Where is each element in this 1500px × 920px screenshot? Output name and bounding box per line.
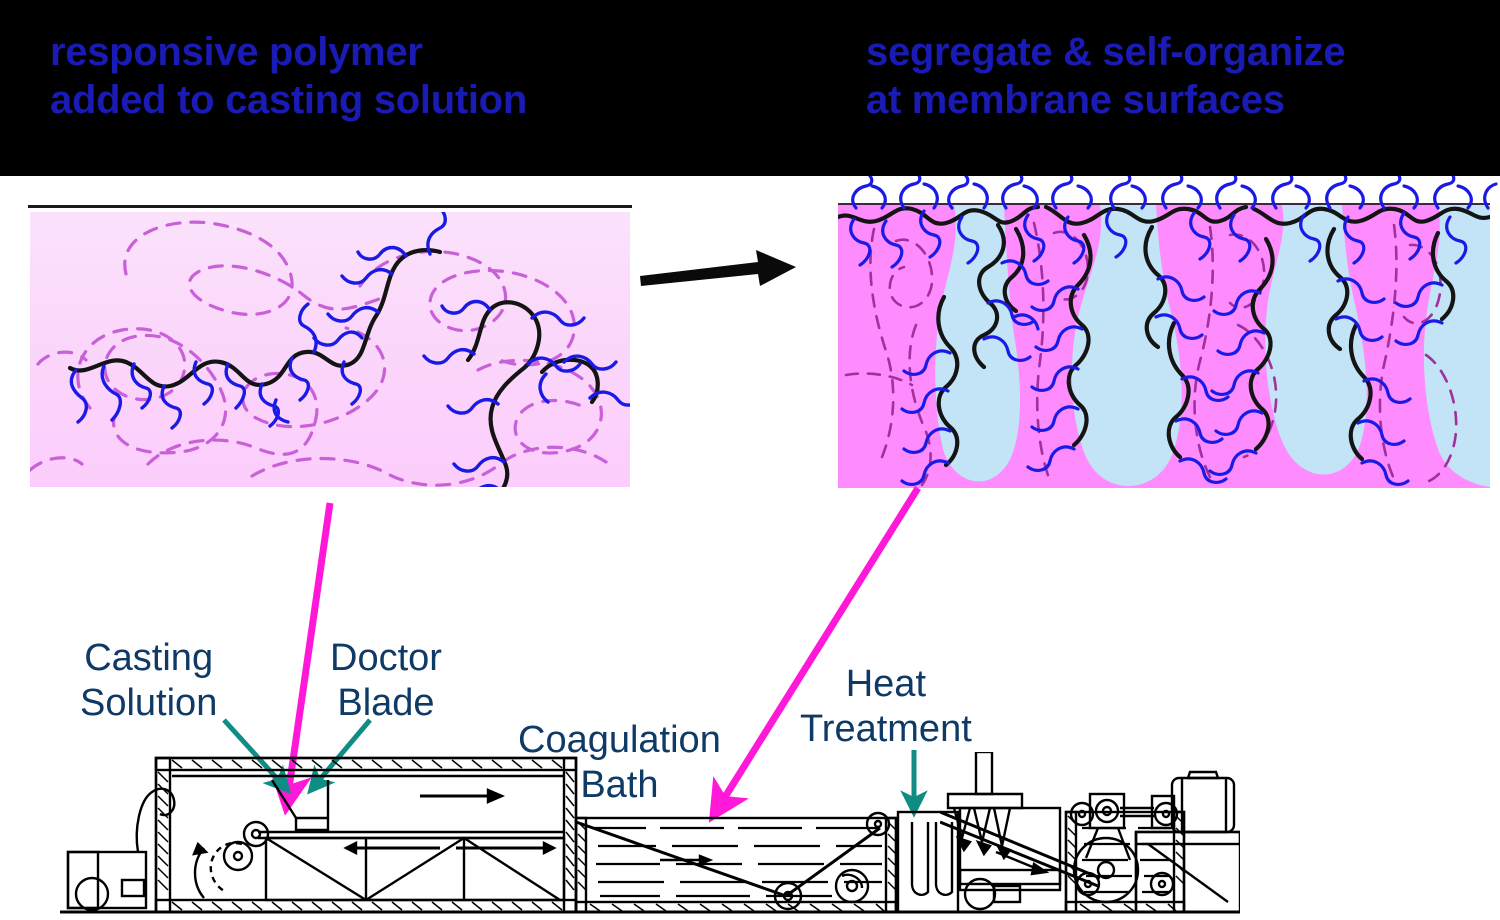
casting-solution-panel (30, 212, 630, 487)
membrane-cross-section-drawing (838, 205, 1490, 487)
responsive-side-chains (69, 212, 630, 487)
label-heat-treatment: Heat Treatment (800, 663, 972, 750)
header-title-right: segregate & self-organize at membrane su… (866, 30, 1346, 122)
header-title-left: responsive polymer added to casting solu… (50, 30, 527, 122)
casting-solution-leader-arrow (222, 718, 292, 795)
take-up-drive-drawing (940, 752, 1240, 914)
transition-arrow-icon (640, 250, 796, 286)
doctor-blade-leader-arrow (307, 718, 372, 795)
host-polymer-coils (30, 220, 608, 487)
responsive-side-chains (849, 209, 1468, 486)
label-casting-solution: Casting Solution (80, 637, 218, 724)
macrovoid-pores (935, 205, 1490, 487)
surface-brush-layer (851, 176, 1498, 210)
membrane-casting-line-drawing (60, 756, 1240, 914)
host-polymer-coils (844, 221, 1458, 487)
formed-membrane-panel (838, 205, 1490, 488)
heat-treatment-leader-arrow (900, 750, 928, 818)
label-doctor-blade: Doctor Blade (330, 637, 442, 724)
casting-solution-drawing (30, 212, 630, 487)
left-panel-surface-line (28, 205, 632, 208)
label-coagulation-bath: Coagulation Bath (518, 719, 721, 806)
casting-solution-callout-arrow (270, 502, 334, 815)
header-band (0, 0, 1500, 176)
membrane-callout-arrow (708, 486, 921, 823)
